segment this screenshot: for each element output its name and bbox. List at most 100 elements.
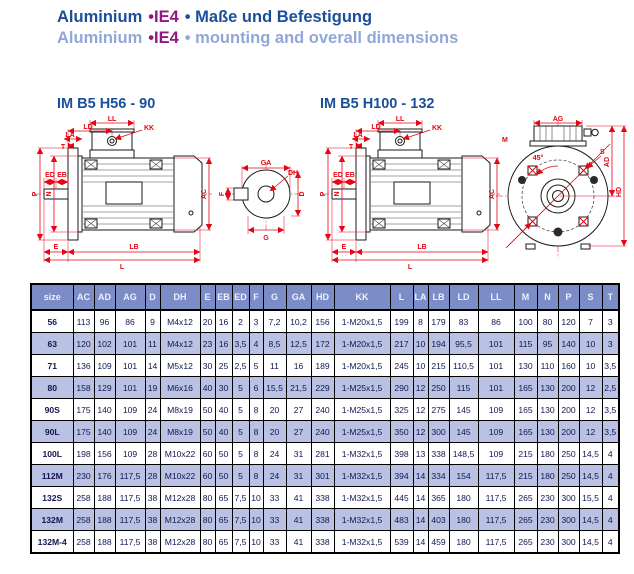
dim-label-eb: EB bbox=[345, 172, 355, 179]
table-cell: 12 bbox=[412, 398, 429, 421]
table-cell: 25 bbox=[214, 354, 233, 377]
table-cell: 13 bbox=[412, 442, 429, 465]
table-cell: 8 bbox=[412, 309, 429, 333]
table-cell: 117,5 bbox=[114, 464, 146, 487]
table-cell: 4 bbox=[601, 530, 620, 554]
table-cell: 101 bbox=[477, 376, 515, 399]
table-cell: 7,5 bbox=[231, 508, 250, 531]
table-cell: 156 bbox=[93, 442, 116, 465]
table-cell: 101 bbox=[114, 354, 146, 377]
table-cell: 1-M25x1,5 bbox=[333, 398, 391, 421]
table-cell: 145 bbox=[448, 398, 479, 421]
table-cell: M5x12 bbox=[159, 354, 201, 377]
table-cell: 10,2 bbox=[285, 309, 312, 333]
table-cell: 8 bbox=[248, 464, 264, 487]
size-cell: 63 bbox=[30, 332, 74, 355]
table-cell: 24 bbox=[262, 464, 287, 487]
col-header-lb: LB bbox=[427, 283, 450, 311]
table-cell: 41 bbox=[285, 486, 312, 509]
table-cell: 240 bbox=[310, 398, 335, 421]
table-cell: 148,5 bbox=[448, 442, 479, 465]
dim-label-p: P bbox=[32, 191, 39, 196]
table-cell: 28 bbox=[144, 442, 161, 465]
table-cell: 86 bbox=[114, 309, 146, 333]
table-cell: 130 bbox=[536, 376, 559, 399]
table-cell: 60 bbox=[199, 442, 216, 465]
table-cell: 117,5 bbox=[114, 508, 146, 531]
table-cell: 175 bbox=[72, 420, 95, 443]
table-cell: 165 bbox=[513, 398, 538, 421]
table-cell: 10 bbox=[412, 354, 429, 377]
table-cell: 117,5 bbox=[477, 464, 515, 487]
table-cell: 24 bbox=[144, 420, 161, 443]
table-cell: 3,5 bbox=[601, 354, 620, 377]
table-cell: 2,5 bbox=[601, 376, 620, 399]
table-cell: 180 bbox=[536, 464, 559, 487]
table-cell: 215 bbox=[427, 354, 450, 377]
col-header-ld: LD bbox=[448, 283, 479, 311]
col-header-m: M bbox=[513, 283, 538, 311]
table-cell: 5 bbox=[248, 354, 264, 377]
table-cell: 4 bbox=[601, 442, 620, 465]
col-header-g: G bbox=[262, 283, 287, 311]
dim-label-ag: AG bbox=[553, 116, 564, 123]
col-header-kk: KK bbox=[333, 283, 391, 311]
col-header-f: F bbox=[248, 283, 264, 311]
table-cell: 40 bbox=[199, 376, 216, 399]
table-cell: 12 bbox=[578, 398, 603, 421]
table-cell: 83 bbox=[448, 309, 479, 333]
title-rest-en: • mounting and overall dimensions bbox=[184, 29, 459, 48]
dim-label-m: M bbox=[502, 137, 508, 144]
table-cell: 113 bbox=[72, 309, 95, 333]
size-cell: 100L bbox=[30, 442, 74, 465]
table-cell: 130 bbox=[513, 354, 538, 377]
table-cell: 28 bbox=[144, 464, 161, 487]
table-cell: 10 bbox=[248, 530, 264, 554]
table-cell: M6x16 bbox=[159, 376, 201, 399]
table-cell: 165 bbox=[513, 376, 538, 399]
table-cell: 350 bbox=[389, 420, 414, 443]
table-cell: 3,5 bbox=[601, 420, 620, 443]
col-header-ag: AG bbox=[114, 283, 146, 311]
page-title-de: Aluminium•IE4• Maße und Befestigung bbox=[57, 7, 458, 28]
table-cell: 200 bbox=[557, 376, 580, 399]
table-cell: 38 bbox=[144, 530, 161, 554]
table-cell: 2,5 bbox=[231, 354, 250, 377]
dim-label-l: L bbox=[120, 264, 125, 271]
table-cell: 65 bbox=[214, 530, 233, 554]
table-cell: 40 bbox=[214, 420, 233, 443]
table-cell: 198 bbox=[72, 442, 95, 465]
table-cell: 50 bbox=[214, 464, 233, 487]
dim-label-ga: GA bbox=[261, 160, 272, 167]
dim-label-ll: LL bbox=[108, 116, 117, 123]
table-cell: 258 bbox=[72, 486, 95, 509]
table-cell: 4 bbox=[601, 508, 620, 531]
table-cell: 1-M20x1,5 bbox=[333, 309, 391, 333]
table-cell: 1-M32x1,5 bbox=[333, 486, 391, 509]
table-cell: 7,5 bbox=[231, 530, 250, 554]
dim-label-t: T bbox=[61, 144, 66, 151]
table-cell: 12 bbox=[578, 420, 603, 443]
table-cell: 1-M25x1,5 bbox=[333, 376, 391, 399]
table-cell: 16 bbox=[214, 309, 233, 333]
table-cell: 101 bbox=[477, 332, 515, 355]
table-cell: 250 bbox=[557, 442, 580, 465]
table-cell: 3,5 bbox=[231, 332, 250, 355]
table-cell: M4x12 bbox=[159, 332, 201, 355]
table-cell: 300 bbox=[557, 508, 580, 531]
dim-label-ad: AD bbox=[604, 157, 611, 167]
table-cell: 338 bbox=[310, 486, 335, 509]
table-cell: 229 bbox=[310, 376, 335, 399]
dim-label-kk: KK bbox=[144, 125, 154, 132]
table-cell: 11 bbox=[262, 354, 287, 377]
table-cell: 14,5 bbox=[578, 530, 603, 554]
table-cell: 365 bbox=[427, 486, 450, 509]
table-cell: 14 bbox=[144, 354, 161, 377]
table-cell: 189 bbox=[310, 354, 335, 377]
